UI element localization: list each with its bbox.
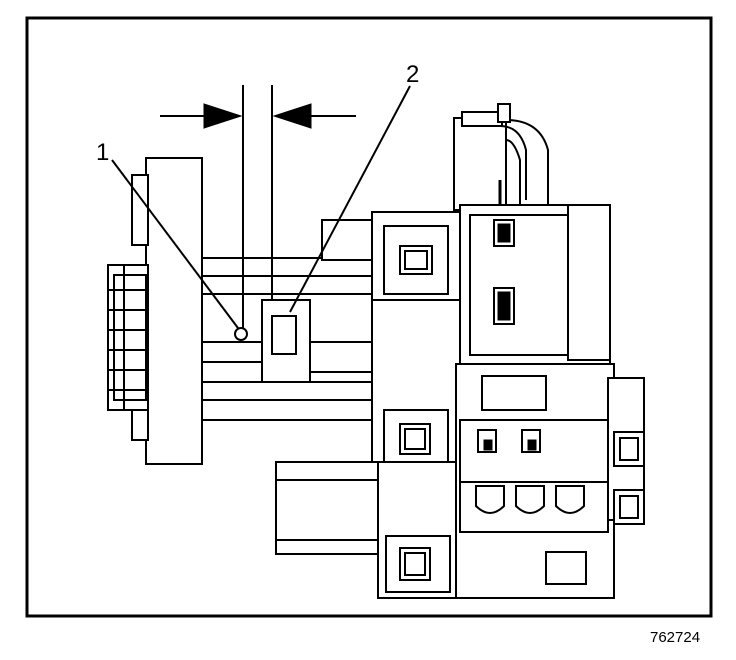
terminal-block bbox=[455, 363, 645, 599]
alignment-window bbox=[271, 315, 297, 355]
lower-connector bbox=[275, 461, 471, 599]
upper-right-block bbox=[459, 204, 611, 366]
top-latch bbox=[453, 103, 549, 215]
figure-number: 762724 bbox=[650, 629, 700, 646]
left-arrow-icon bbox=[272, 103, 312, 129]
connector-housing bbox=[371, 211, 461, 475]
diagram-frame bbox=[25, 16, 713, 618]
right-arrow-icon bbox=[203, 103, 243, 129]
mounting-flange bbox=[107, 157, 203, 465]
pin-hole bbox=[234, 327, 248, 341]
callout-1-label: 1 bbox=[96, 139, 109, 166]
callout-2-leader bbox=[289, 85, 411, 313]
callout-1-leader bbox=[111, 159, 239, 329]
callout-2-label: 2 bbox=[406, 61, 419, 88]
